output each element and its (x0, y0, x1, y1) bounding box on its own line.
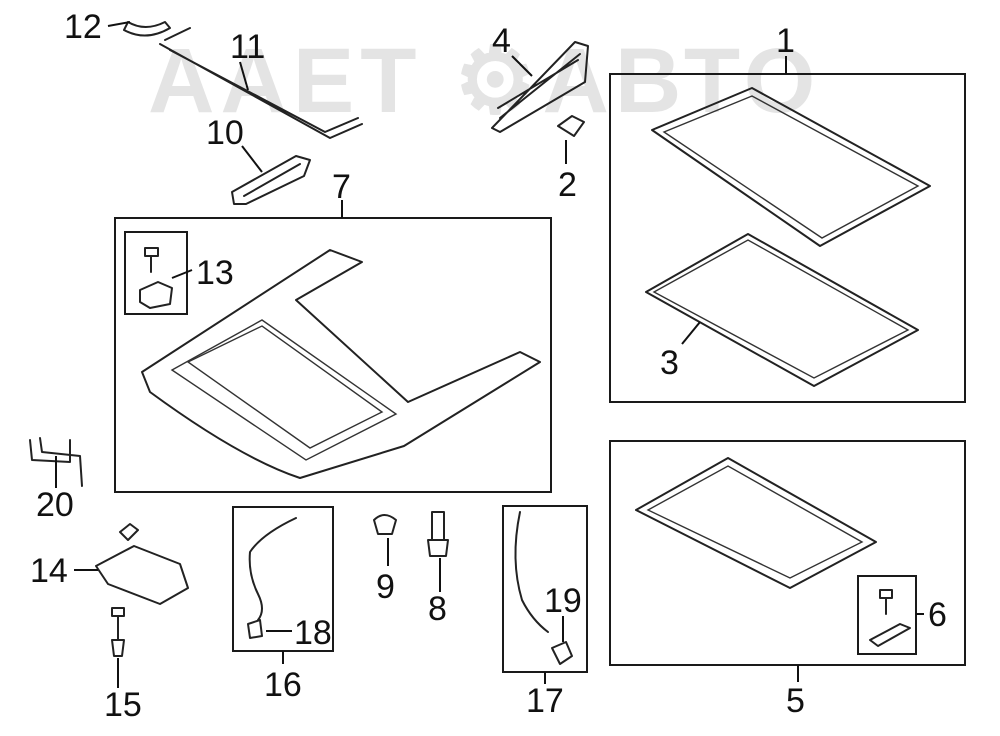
group-box-5 (609, 440, 966, 666)
group-box-13 (124, 231, 188, 315)
callout-17: 17 (526, 682, 564, 720)
callout-3: 3 (660, 344, 679, 382)
callout-9: 9 (376, 568, 395, 606)
part-19-connector (551, 641, 573, 665)
leader-12 (107, 21, 131, 27)
callout-7: 7 (332, 168, 351, 206)
callout-1: 1 (776, 22, 795, 60)
part-4-deflector (491, 41, 589, 133)
part-5-shade-inner (646, 465, 864, 579)
part-5-shade-outer (635, 457, 877, 589)
callout-19: 19 (544, 582, 582, 620)
part-7-frame (141, 249, 541, 479)
part-6-clip (869, 623, 911, 647)
callout-13: 13 (196, 254, 234, 292)
callout-11: 11 (230, 28, 265, 66)
part-14-motor (95, 523, 189, 605)
callout-6: 6 (928, 596, 947, 634)
leader-11 (239, 61, 249, 91)
part-8-bolt (427, 511, 449, 557)
leader-4 (511, 55, 533, 77)
part-17-hose (514, 511, 549, 633)
leader-10 (241, 145, 263, 173)
callout-16: 16 (264, 666, 302, 704)
group-box-1 (609, 73, 966, 403)
part-1-glass-inner (662, 95, 920, 239)
part-7-opening (170, 319, 398, 461)
part-3-seal-inner (652, 239, 910, 379)
callout-18: 18 (294, 614, 332, 652)
part-18-connector (247, 619, 263, 639)
part-20-bracket (29, 437, 83, 487)
callout-2: 2 (558, 166, 577, 204)
callout-4: 4 (492, 22, 511, 60)
group-box-6 (857, 575, 917, 655)
part-2-cap (557, 115, 585, 137)
part-7-opening-inner (186, 325, 384, 449)
part-13-block (139, 281, 173, 309)
callout-15: 15 (104, 686, 142, 724)
leader-13 (171, 269, 193, 279)
callout-12: 12 (64, 8, 102, 46)
part-3-seal (645, 233, 919, 387)
part-10-bracket (231, 155, 311, 205)
part-1-glass-outer (651, 87, 931, 247)
part-9-grommet (373, 514, 397, 535)
callout-5: 5 (786, 682, 805, 720)
part-11-tube (159, 27, 363, 139)
group-box-7 (114, 217, 552, 493)
callout-8: 8 (428, 590, 447, 628)
callout-20: 20 (36, 486, 74, 524)
part-13-bolt (144, 247, 159, 273)
leader-3 (681, 321, 701, 345)
part-16-hose (248, 517, 297, 621)
callout-14: 14 (30, 552, 68, 590)
callout-10: 10 (206, 114, 244, 152)
part-12-clip (123, 21, 171, 37)
part-6-screw (879, 589, 893, 615)
part-15-bolt (111, 607, 125, 657)
